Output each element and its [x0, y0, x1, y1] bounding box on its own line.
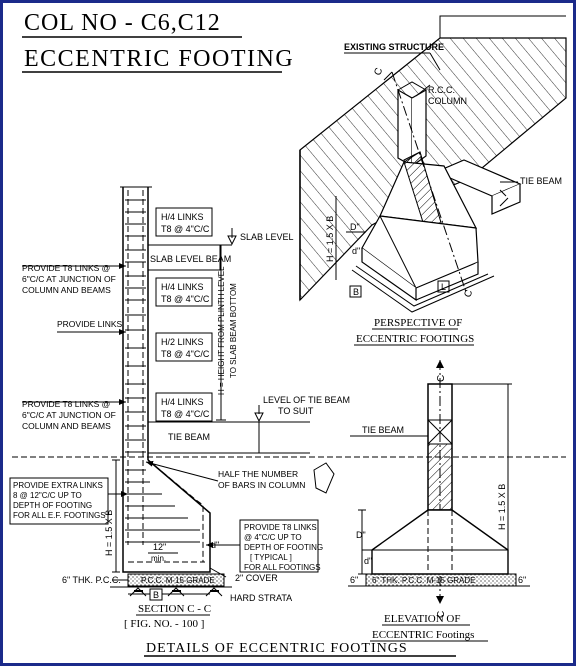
elevation-view: C C TIE BEAM D" d" H = 1.5 X B 6" THK. P… — [348, 360, 530, 642]
level-tie-beam-2: TO SUIT — [278, 406, 314, 416]
section-b-label: B — [153, 590, 159, 600]
persp-l-label: L — [441, 282, 446, 292]
svg-text:DEPTH OF FOOTING: DEPTH OF FOOTING — [13, 501, 92, 510]
section-cc: H/4 LINKS T8 @ 4"C/C H/4 LINKS T8 @ 4"C/… — [9, 186, 566, 630]
links-box-2: H/4 LINKS T8 @ 4"C/C — [155, 277, 213, 307]
rcc-column-label-2: COLUMN — [428, 96, 467, 106]
elev-c-bottom: C — [436, 611, 447, 618]
section-caption: SECTION C - C — [138, 603, 211, 615]
persp-c-top: C — [372, 66, 385, 77]
half-bars-note-2: OF BARS IN COLUMN — [218, 480, 305, 490]
svg-text:PROVIDE T8 LINKS: PROVIDE T8 LINKS — [244, 523, 317, 532]
pcc-left-label: 6" THK. P.C.C. — [62, 575, 121, 585]
persp-D-label: D" — [350, 222, 360, 232]
persp-caption-2: ECCENTRIC FOOTINGS — [356, 333, 474, 345]
provide-t8-links-note: PROVIDE T8 LINKS @ 4"C/C UP TO DEPTH OF … — [206, 519, 323, 573]
rcc-column — [397, 88, 413, 168]
svg-text:H/2 LINKS: H/2 LINKS — [161, 337, 204, 347]
footer: DETAILS OF ECCENTRIC FOOTINGS — [144, 641, 456, 657]
elev-D-label: D" — [356, 530, 366, 540]
elev-pcc-left: 6" — [350, 575, 358, 585]
persp-c-bottom: C — [462, 288, 475, 299]
svg-text:PROVIDE EXTRA LINKS: PROVIDE EXTRA LINKS — [13, 481, 103, 490]
persp-b-label: B — [353, 287, 359, 297]
tie-beam-label-persp: TIE BEAM — [520, 176, 562, 186]
persp-b-box — [349, 285, 362, 298]
footing-bar-slope — [147, 459, 204, 562]
height-note-1: H = HEIGHT FROM PLINTH LEVEL — [217, 266, 226, 395]
extra-links-note: PROVIDE EXTRA LINKS 8 @ 12"C/C UP TO DEP… — [9, 477, 128, 525]
detail-sketch — [313, 462, 335, 494]
header: COL NO - C6,C12 ECCENTRIC FOOTING — [22, 10, 294, 73]
min12-bottom: min. — [151, 554, 166, 563]
perspective-view: EXISTING STRUCTURE R.C.C. COLUMN TIE BEA… — [299, 15, 567, 346]
svg-text:T8 @ 4"C/C: T8 @ 4"C/C — [161, 294, 210, 304]
footer-title: DETAILS OF ECCENTRIC FOOTINGS — [146, 641, 408, 656]
persp-caption-1: PERSPECTIVE OF — [374, 317, 462, 329]
provide-links-top-2: 6"C/C AT JUNCTION OF — [22, 274, 116, 284]
provide-links-bottom-3: COLUMN AND BEAMS — [22, 421, 111, 431]
svg-text:H/4 LINKS: H/4 LINKS — [161, 282, 204, 292]
elev-pcc-right: 6" — [518, 575, 526, 585]
svg-text:T8 @ 4"C/C: T8 @ 4"C/C — [161, 349, 210, 359]
svg-text:T8 @ 4"C/C: T8 @ 4"C/C — [161, 224, 210, 234]
footing-h-label: H = 1.5 X B — [104, 510, 114, 556]
svg-text:FOR ALL FOOTINGS: FOR ALL FOOTINGS — [244, 563, 321, 572]
elevation-footing — [371, 509, 509, 575]
min12-top: 12" — [153, 542, 166, 552]
provide-links-bottom-2: 6"C/C AT JUNCTION OF — [22, 410, 116, 420]
elev-d-label: d" — [364, 556, 372, 566]
elev-caption-1: ELEVATION OF — [384, 613, 461, 625]
footing-outline — [122, 459, 211, 573]
provide-links-label: PROVIDE LINKS — [57, 319, 123, 329]
persp-l-box — [437, 280, 450, 293]
title-line-1: COL NO - C6,C12 — [24, 10, 221, 36]
provide-links-bottom-1: PROVIDE T8 LINKS @ — [22, 399, 110, 409]
links-box-3: H/2 LINKS T8 @ 4"C/C — [155, 332, 213, 362]
links-box-1: H/4 LINKS T8 @ 4"C/C — [155, 207, 213, 237]
elev-caption-2: ECCENTRIC Footings — [372, 629, 474, 641]
elev-pcc-text: 6" THK. P.C.C. M-15 GRADE — [372, 576, 475, 585]
pcc-grade: P.C.C. M-15 GRADE — [141, 576, 215, 585]
rcc-column-label-1: R.C.C. — [428, 85, 455, 95]
provide-links-top-3: COLUMN AND BEAMS — [22, 285, 111, 295]
existing-structure-label: EXISTING STRUCTURE — [344, 42, 444, 52]
half-bars-note-1: HALF THE NUMBER — [218, 469, 298, 479]
svg-text:@ 4"C/C UP TO: @ 4"C/C UP TO — [244, 533, 302, 542]
svg-text:DEPTH OF FOOTING: DEPTH OF FOOTING — [244, 543, 323, 552]
hard-strata-label: HARD STRATA — [230, 593, 292, 603]
elev-h-label: H = 1.5 X B — [497, 484, 507, 530]
slab-level-label: SLAB LEVEL — [240, 232, 294, 242]
cover-label: 2" COVER — [235, 573, 278, 583]
tie-beam-label: TIE BEAM — [168, 432, 210, 442]
elev-c-top: C — [436, 375, 447, 382]
column-links — [125, 199, 146, 453]
slab-level-beam — [147, 244, 221, 271]
svg-text:FOR ALL E.F. FOOTINGS: FOR ALL E.F. FOOTINGS — [13, 511, 106, 520]
section-fig: [ FIG. NO. - 100 ] — [124, 618, 204, 630]
svg-text:H/4 LINKS: H/4 LINKS — [161, 212, 204, 222]
svg-text:T8 @ 4"C/C: T8 @ 4"C/C — [161, 409, 210, 419]
provide-links-top-1: PROVIDE T8 LINKS @ — [22, 263, 110, 273]
links-box-4: H/4 LINKS T8 @ 4"C/C — [155, 392, 213, 422]
elev-tie-beam-label: TIE BEAM — [362, 425, 404, 435]
svg-text:8 @ 12"C/C UP TO: 8 @ 12"C/C UP TO — [13, 491, 82, 500]
persp-h-label: H = 1.5 X B — [325, 216, 335, 262]
svg-text:[ TYPICAL ]: [ TYPICAL ] — [250, 553, 292, 562]
section-d-label: d" — [211, 540, 219, 550]
title-line-2: ECCENTRIC FOOTING — [24, 46, 294, 72]
height-note-2: TO SLAB BEAM BOTTOM — [229, 283, 238, 378]
svg-text:H/4 LINKS: H/4 LINKS — [161, 397, 204, 407]
persp-d-label: d" — [352, 246, 360, 256]
slab-level-beam-label: SLAB LEVEL BEAM — [150, 254, 231, 264]
level-tie-beam-1: LEVEL OF TIE BEAM — [263, 395, 350, 405]
section-cut-line — [391, 71, 467, 293]
